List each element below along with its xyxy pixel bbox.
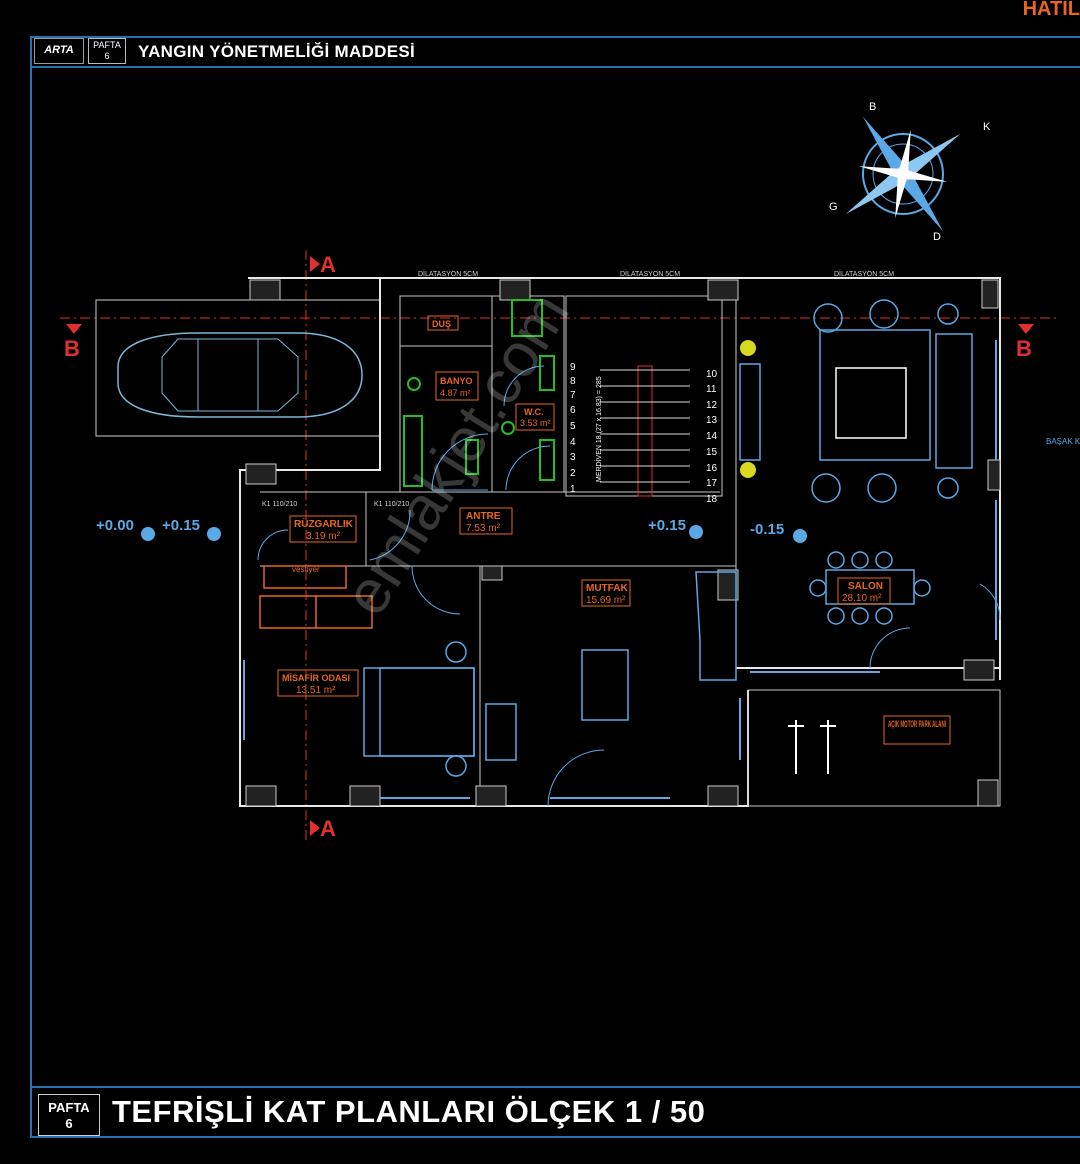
svg-text:ANTRE: ANTRE [466,511,501,522]
svg-text:12: 12 [706,400,718,411]
footer-pafta-number: 6 [65,1116,73,1131]
svg-text:10: 10 [706,369,718,380]
header-pafta-number: 6 [104,51,110,61]
svg-text:MUTFAK: MUTFAK [586,583,628,594]
svg-text:3.53 m²: 3.53 m² [520,418,551,428]
section-b-right: B [1016,336,1032,361]
svg-text:3.19 m²: 3.19 m² [306,531,341,542]
sanitary-fixtures [403,299,555,487]
room-label-salon: SALON 28.10 m² [837,577,891,605]
svg-text:15.69 m²: 15.69 m² [586,595,626,606]
svg-text:MİSAFİR ODASI: MİSAFİR ODASI [282,673,350,683]
compass-e: K [983,121,991,133]
svg-text:+0.15: +0.15 [648,517,686,534]
svg-text:+0.15: +0.15 [162,517,200,534]
svg-text:7.53 m²: 7.53 m² [466,523,501,534]
door-label-k1-b: K1 110/210 [374,501,409,508]
svg-text:DUŞ: DUŞ [432,319,451,329]
svg-text:16: 16 [706,463,718,474]
footer-pafta-box: PAFTA 6 [38,1094,100,1136]
svg-text:9: 9 [570,362,576,373]
footer-divider [30,1086,1080,1088]
room-label-dus: DUŞ [427,315,459,331]
svg-text:5: 5 [570,421,576,432]
room-label-ruzgarlik: RÜZGARLIK 3.19 m² [289,515,357,543]
header-title: YANGIN YÖNETMELİĞİ MADDESİ [138,42,416,61]
stair-numbers-left: 9 8 7 6 5 4 3 2 1 [570,362,576,495]
drawing-title: TEFRİŞLİ KAT PLANLARI ÖLÇEK 1 / 50 [112,1094,706,1129]
svg-text:4: 4 [570,437,576,448]
columns [245,279,1001,807]
room-label-mutfak: MUTFAK 15.69 m² [581,579,631,607]
stair-label: MERDİVEN 18 (27 x 16.83) = 285 [594,376,603,482]
level-symbols [141,525,807,543]
windows [243,340,997,799]
svg-text:17: 17 [706,478,718,489]
compass-s: D [933,231,941,243]
plant-icon [740,340,756,478]
svg-text:RÜZGARLIK: RÜZGARLIK [294,517,354,530]
svg-text:11: 11 [706,384,717,395]
footer-pafta-label: PAFTA [48,1100,90,1115]
doors [257,365,1001,807]
level-markers: +0.00 +0.15 +0.15 -0.15 [96,517,784,538]
svg-text:3: 3 [570,452,576,463]
sheet-border [30,36,1080,1138]
svg-text:8: 8 [570,376,576,387]
door-label-k1-a: K1 110/210 [262,501,297,508]
svg-text:13.51 m²: 13.51 m² [296,685,336,696]
svg-text:SALON: SALON [848,581,883,592]
svg-text:-0.15: -0.15 [750,521,784,538]
header-pafta-label: PAFTA [93,40,121,50]
car-icon [117,332,363,418]
header-divider [30,66,1080,68]
stair-numbers-right: 10 11 12 13 14 15 16 17 18 [706,369,718,505]
svg-text:AÇIK MOTOR PARK ALANI: AÇIK MOTOR PARK ALANI [888,719,946,729]
compass-icon: B K D G [829,101,991,243]
svg-text:+0.00: +0.00 [96,517,134,534]
room-label-banyo: BANYO 4.87 m² [435,371,479,401]
dilatation-mid: DİLATASYON 5CM [620,269,680,278]
room-label-antre: ANTRE 7.53 m² [459,507,513,535]
vestiyer-label: vestiyer [292,565,320,574]
svg-text:2: 2 [570,468,576,479]
garage-area [95,299,381,437]
svg-text:7: 7 [570,390,576,401]
svg-text:18: 18 [706,494,718,505]
room-label-misafir: MİSAFİR ODASI 13.51 m² [277,669,359,697]
dilatation-right: DİLATASYON 5CM [834,269,894,278]
section-a-top: A [320,252,336,277]
section-a-bottom: A [320,816,336,841]
svg-text:BANYO: BANYO [440,376,473,386]
svg-text:1: 1 [570,484,576,495]
room-label-wc: W.C. 3.53 m² [515,403,555,431]
kitchen-furniture [485,571,737,761]
svg-text:14: 14 [706,431,718,442]
wardrobe [259,565,373,629]
dilatation-left: DİLATASYON 5CM [418,269,478,278]
compass-n: B [869,101,876,113]
salon-furniture [739,299,973,625]
motorbike-icon [788,720,836,774]
side-label-basak: BAŞAK K [1046,437,1080,446]
svg-text:W.C.: W.C. [524,407,544,417]
header-pafta-box: PAFTA 6 [88,38,126,64]
room-label-motor: AÇIK MOTOR PARK ALANI [883,715,951,745]
compass-w: G [829,201,838,213]
svg-text:6: 6 [570,405,576,416]
svg-text:4.87 m²: 4.87 m² [440,388,471,398]
stair [600,365,690,497]
svg-text:28.10 m²: 28.10 m² [842,593,882,604]
guest-room-furniture [363,641,475,777]
company-logo: ARTA [34,38,84,64]
svg-text:13: 13 [706,415,718,426]
corner-label: HATIL [1022,0,1080,20]
section-b-left: B [64,336,80,361]
svg-text:15: 15 [706,447,718,458]
